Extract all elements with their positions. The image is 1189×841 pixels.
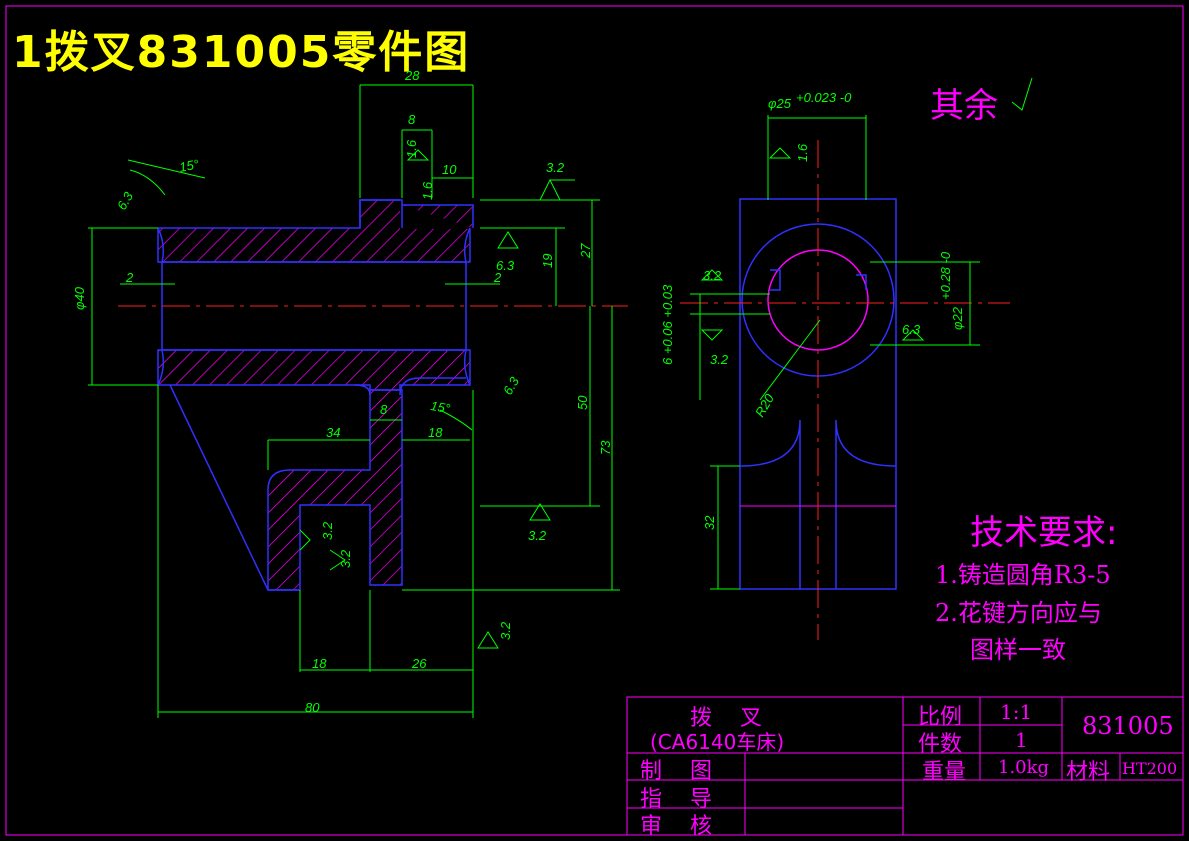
dimension-label: 34 (326, 425, 341, 440)
tech-item-2: 2.花键方向应与 (935, 599, 1102, 627)
dimension-label: 8 (380, 402, 388, 417)
dimension-label: φ25 (768, 96, 791, 111)
dimension-label: 28 (405, 68, 420, 83)
dimension-label: φ40 (72, 287, 87, 310)
side-view (680, 140, 1010, 640)
roughness-label: 3.2 (338, 549, 353, 568)
tb-machine: (CA6140车床) (650, 730, 785, 754)
tb-review-label: 审 核 (640, 814, 712, 839)
tech-item-1: 1.铸造圆角R3-5 (935, 561, 1111, 589)
surface-note: 其余 (930, 86, 998, 126)
tech-heading: 技术要求: (970, 513, 1118, 553)
dimension-label: 8 (408, 112, 416, 127)
roughness-symbols (299, 77, 1033, 649)
dimension-label: 19 (540, 253, 555, 268)
dimension-label: 27 (578, 243, 593, 258)
front-view (118, 199, 628, 591)
roughness-label: 6.3 (496, 258, 515, 273)
dimension-label: 2 (494, 270, 502, 285)
title-block-frame (626, 696, 1184, 836)
dimension-label: 32 (702, 515, 717, 530)
roughness-label: 3.2 (498, 621, 513, 640)
sheet-border (5, 5, 1184, 836)
roughness-label: 3.2 (703, 268, 722, 283)
front-dimensions (88, 84, 620, 718)
tb-qty-value: 1 (1015, 728, 1028, 752)
roughness-label: 3.2 (710, 352, 729, 367)
dimension-label: 15° (429, 398, 452, 417)
dimension-label: 26 (412, 656, 427, 671)
tb-material-label: 材料 (1066, 760, 1111, 785)
tb-drawn-label: 制 图 (640, 759, 712, 784)
roughness-label: 1.6 (420, 181, 435, 200)
tech-item-3: 图样一致 (970, 636, 1066, 664)
tb-part-name: 拨 叉 (690, 706, 762, 731)
side-dimensions (690, 115, 980, 590)
dimension-label: 73 (598, 440, 613, 455)
tb-weight-label: 重量 (922, 760, 967, 785)
roughness-label: 6.3 (902, 322, 921, 337)
dimension-label: 18 (428, 425, 443, 440)
tb-material-value: HT200 (1122, 759, 1178, 778)
dimension-label: 80 (305, 700, 320, 715)
roughness-label: 3.2 (528, 528, 547, 543)
tb-weight-value: 1.0kg (998, 757, 1050, 778)
roughness-label: 1.6 (404, 139, 419, 158)
dimension-label: +0.28 -0 (938, 251, 953, 300)
dimension-label: +0.023 -0 (796, 90, 852, 105)
dimension-label: φ22 (950, 307, 965, 330)
roughness-label: 1.6 (795, 143, 810, 162)
dimension-label: 10 (442, 162, 457, 177)
tb-scale-value: 1:1 (1000, 700, 1033, 724)
drawing-title: 1拨叉831005零件图 (12, 27, 471, 78)
dimension-label: 2 (126, 270, 134, 285)
roughness-label: 3.2 (546, 160, 565, 175)
tb-qty-label: 件数 (918, 732, 963, 757)
dimension-label: 18 (312, 656, 327, 671)
tb-drawing-no: 831005 (1082, 712, 1174, 740)
dimension-label: 50 (575, 395, 590, 410)
dimension-label: 6 +0.06 +0.03 (660, 284, 675, 365)
tb-guide-label: 指 导 (640, 787, 712, 812)
tb-scale-label: 比例 (918, 705, 963, 730)
roughness-label: 3.2 (320, 521, 335, 540)
